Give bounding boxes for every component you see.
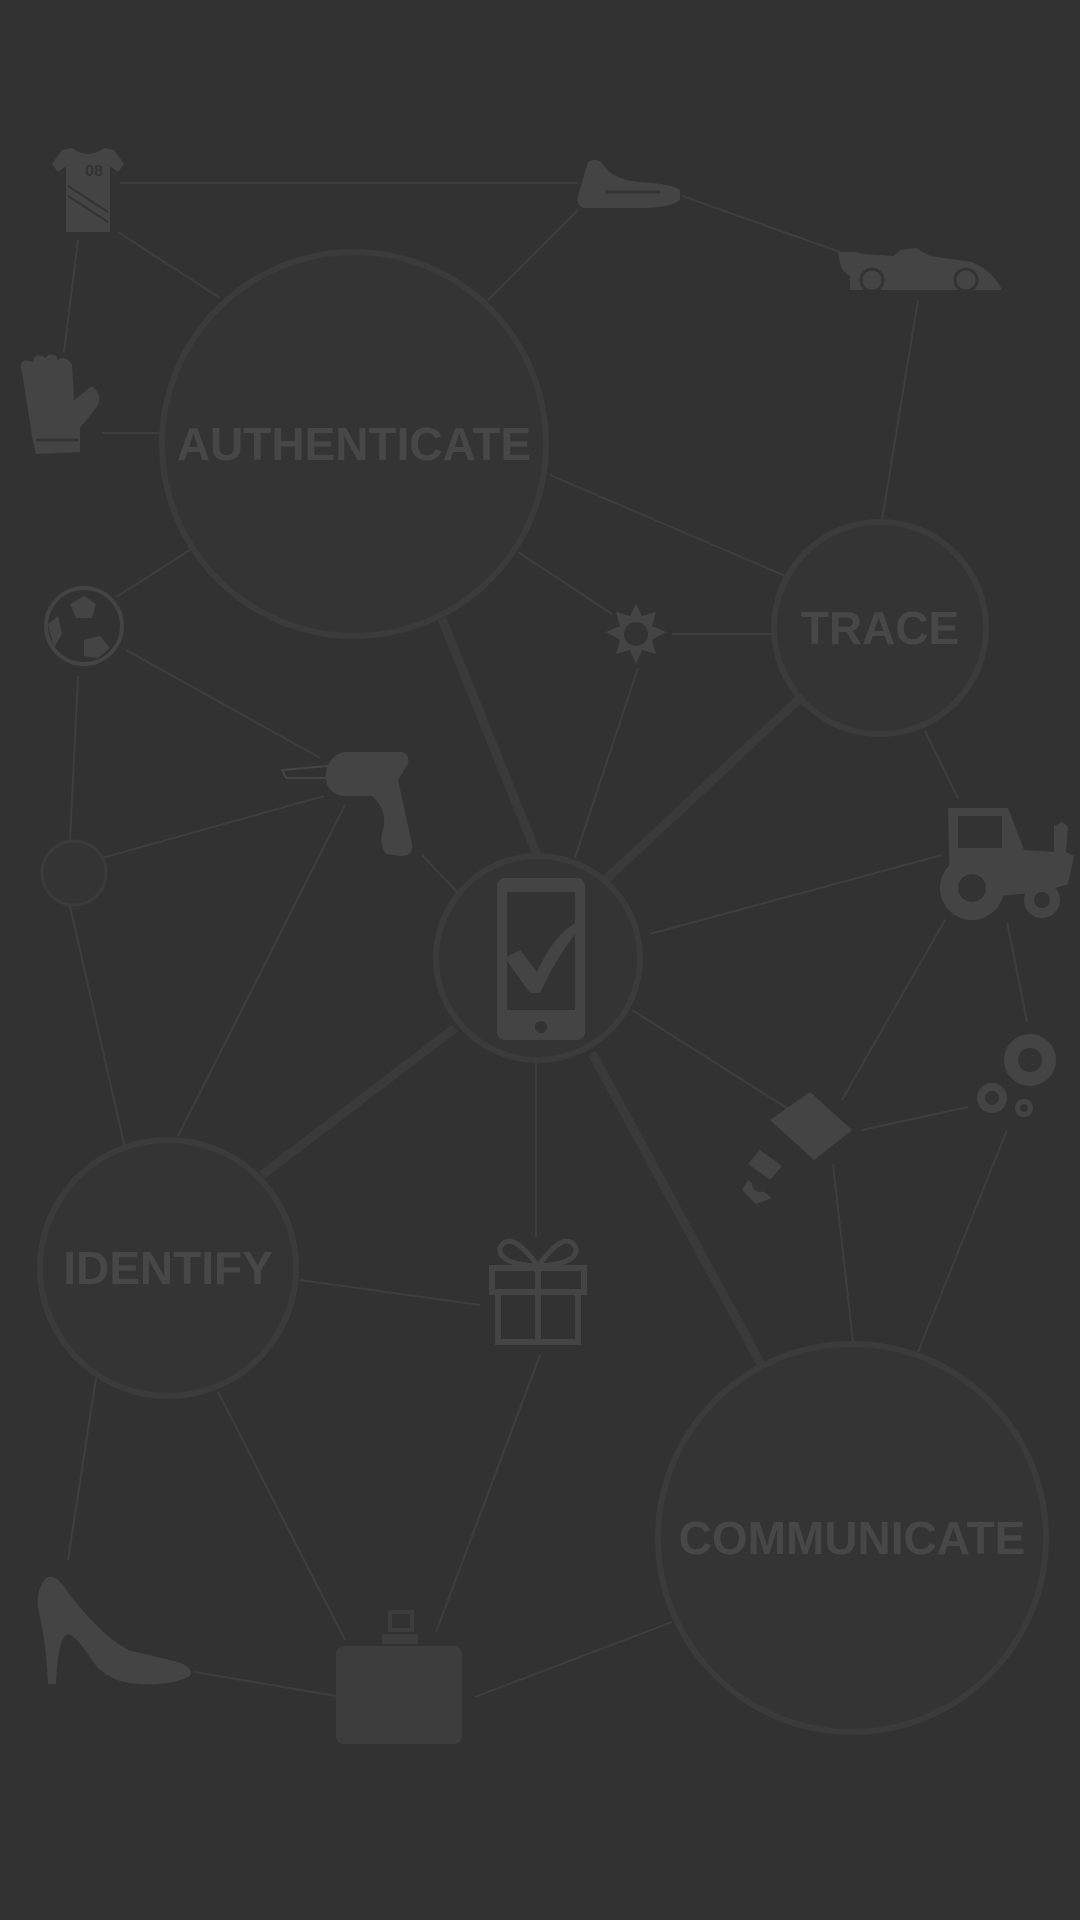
race-car-icon [838,248,1002,293]
badge-icon [606,604,666,664]
node-authenticate[interactable]: AUTHENTICATE [159,249,549,639]
barcode-scanner-icon [280,752,413,856]
authenticate-label: AUTHENTICATE [177,418,531,470]
trace-label: TRACE [801,602,959,654]
node-identify[interactable]: IDENTIFY [37,1137,299,1399]
sneaker-icon [577,159,680,208]
communicate-label: COMMUNICATE [679,1512,1026,1564]
node-communicate[interactable]: COMMUNICATE [655,1341,1049,1735]
perfume-bottle-icon [336,1610,462,1744]
high-heel-icon [37,1576,191,1685]
gift-icon [489,1238,587,1345]
goalkeeper-glove-icon [20,354,100,454]
piston-icon [742,1092,852,1204]
node-trace[interactable]: TRACE [771,519,989,737]
node-small [40,839,108,907]
smartphone-check-icon[interactable] [433,853,643,1063]
soccer-ball-icon [44,586,124,666]
connector-lines [63,182,1028,1698]
gears-icon [977,1034,1056,1117]
football-jersey-icon: 08 [52,148,124,232]
identify-label: IDENTIFY [63,1242,273,1294]
primary-connectors [259,617,802,1369]
tractor-icon [940,808,1074,920]
jersey-number: 08 [85,163,103,180]
